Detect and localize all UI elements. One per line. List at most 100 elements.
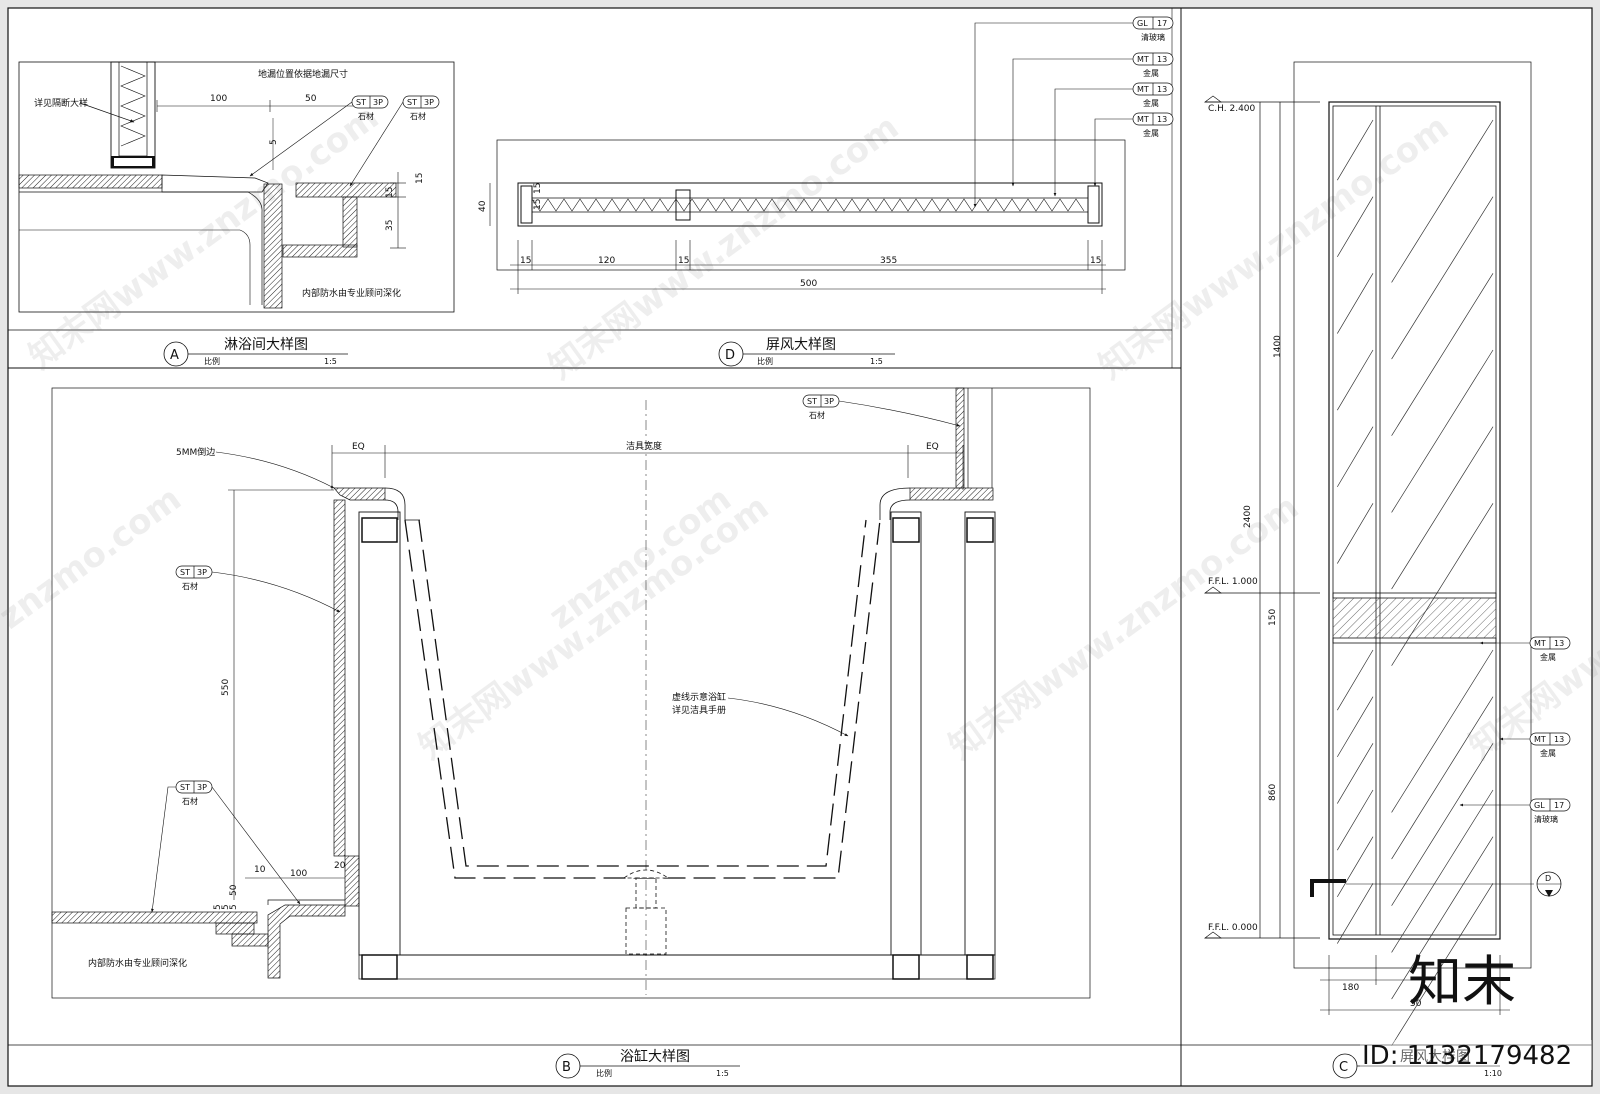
detail-a-title: A 淋浴间大样图 比例 1:5 xyxy=(163,337,348,367)
chamfer-note: 5MM倒边 xyxy=(176,446,215,458)
dim-label: 10 xyxy=(254,865,266,875)
detail-d: 40 15 120 15 355 15 500 15 15 GL 17 清玻璃 xyxy=(478,16,1174,367)
material-tag: ST 3P 石材 xyxy=(175,565,213,591)
dim-label: 35 xyxy=(385,220,395,231)
tag-material: 清玻璃 xyxy=(1534,814,1558,824)
drain-note: 地漏位置依据地漏尺寸 xyxy=(258,68,348,80)
partition-note: 详见隔断大样 xyxy=(34,97,88,109)
detail-d-title: D 屏风大样图 比例 1:5 xyxy=(718,337,895,367)
dim-label: 50 xyxy=(229,884,239,896)
reflection-stroke xyxy=(1391,883,1494,1046)
dim-label: 5 xyxy=(221,904,231,910)
dim-label: 5 xyxy=(213,904,223,910)
reflection-stroke xyxy=(1391,836,1494,1000)
dim-label: 15 xyxy=(1090,256,1101,266)
tub-note-line1: 虚线示意浴缸 xyxy=(672,691,726,703)
tag-num: 13 xyxy=(1157,85,1167,94)
tag-num: 13 xyxy=(1157,115,1167,124)
detail-b-title: B 浴缸大样图 比例 1:5 xyxy=(555,1048,740,1079)
detail-c-title: C 屏风大样图 1:10 xyxy=(1332,1049,1502,1079)
tub-note-line2: 详见洁具手册 xyxy=(672,704,726,716)
dim-label: 50 xyxy=(305,94,317,104)
dim-label: 20 xyxy=(334,861,346,871)
glass-zigzag xyxy=(531,198,1085,212)
dim-label: 15 xyxy=(415,173,425,184)
detail-letter: D xyxy=(725,348,735,363)
scale-value: 1:5 xyxy=(324,357,337,366)
tag-code: ST xyxy=(407,98,417,107)
dim-label: 550 xyxy=(221,679,231,696)
tag-num: 3P xyxy=(197,783,207,792)
tag-code: MT xyxy=(1534,735,1546,744)
section-mark-letter: D xyxy=(1545,874,1551,883)
reflection-stroke xyxy=(1391,426,1494,590)
reflection-stroke xyxy=(1336,196,1374,258)
dim-label: 120 xyxy=(598,256,615,266)
reflection-stroke xyxy=(1336,743,1374,804)
detail-c: C.H. 2.400 F.F.L. 1.000 F.F.L. 0.000 140… xyxy=(1203,61,1571,1079)
reflection-stroke xyxy=(1336,503,1374,564)
dim-label: 860 xyxy=(1268,784,1278,801)
detail-title: 屏风大样图 xyxy=(1400,1049,1470,1065)
reflection-stroke xyxy=(1336,349,1374,411)
reflection-stroke xyxy=(1391,196,1494,360)
dim-label: 15 xyxy=(520,256,531,266)
reflection-stroke xyxy=(1391,273,1494,436)
tag-material: 石材 xyxy=(182,581,198,591)
reflection-stroke xyxy=(1336,273,1374,334)
tag-code: ST xyxy=(356,98,366,107)
material-tag: ST 3P 石材 xyxy=(402,95,440,121)
dim-label: 洁具宽度 xyxy=(626,440,662,452)
reflection-stroke xyxy=(1391,119,1494,283)
detail-letter: A xyxy=(170,348,179,363)
dim-label: 500 xyxy=(800,279,817,289)
detail-title: 浴缸大样图 xyxy=(620,1048,690,1065)
scale-value: 1:10 xyxy=(1484,1069,1502,1078)
tag-material: 金属 xyxy=(1143,98,1159,108)
detail-letter: B xyxy=(562,1060,571,1075)
material-tag: MT 13 金属 xyxy=(1529,732,1571,758)
tag-code: ST xyxy=(180,568,190,577)
tag-num: 13 xyxy=(1157,55,1167,64)
material-tag: ST 3P 石材 xyxy=(175,780,213,806)
material-tag: GL 17 清玻璃 xyxy=(1132,16,1174,42)
level-label: C.H. 2.400 xyxy=(1208,104,1256,114)
tag-material: 石材 xyxy=(182,796,198,806)
tag-num: 13 xyxy=(1554,639,1564,648)
dim-label: 40 xyxy=(478,200,488,212)
material-tag: ST 3P 石材 xyxy=(351,95,389,121)
detail-title: 淋浴间大样图 xyxy=(224,337,308,353)
image-id: ID: 1132179482 xyxy=(1362,1041,1572,1071)
reflection-stroke xyxy=(1336,696,1374,758)
tag-code: MT xyxy=(1534,639,1546,648)
reflection-stroke xyxy=(1391,743,1494,906)
dim-label: 150 xyxy=(1268,609,1278,626)
detail-a: 地漏位置依据地漏尺寸 详见隔断大样 100 50 5 15 15 xyxy=(18,61,455,367)
tag-material: 金属 xyxy=(1143,68,1159,78)
dim-label: 100 xyxy=(290,869,307,879)
reflection-stroke xyxy=(1391,649,1494,813)
scale-label: 比例 xyxy=(596,1068,612,1078)
glass-reflection-lines xyxy=(1336,119,1494,1046)
material-tag: MT 13 金属 xyxy=(1132,112,1174,138)
tag-material: 金属 xyxy=(1540,652,1556,662)
tag-num: 3P xyxy=(197,568,207,577)
tag-material: 石材 xyxy=(410,111,426,121)
tag-code: MT xyxy=(1137,85,1149,94)
level-label: F.F.L. 0.000 xyxy=(1208,923,1258,933)
tag-num: 13 xyxy=(1554,735,1564,744)
scale-label: 比例 xyxy=(757,356,773,366)
dim-label: 15 xyxy=(533,199,543,210)
tag-material: 石材 xyxy=(809,410,825,420)
tag-material: 金属 xyxy=(1143,128,1159,138)
material-tag: MT 13 金属 xyxy=(1529,636,1571,662)
dim-label: EQ xyxy=(352,442,365,452)
dim-label: 2400 xyxy=(1243,505,1253,528)
dim-label: 15 xyxy=(385,187,395,198)
tag-num: 3P xyxy=(424,98,434,107)
waterproof-note: 内部防水由专业顾问深化 xyxy=(88,957,187,969)
dim-label: EQ xyxy=(926,442,939,452)
dim-label: 5 xyxy=(269,139,279,145)
tag-code: GL xyxy=(1534,801,1545,810)
